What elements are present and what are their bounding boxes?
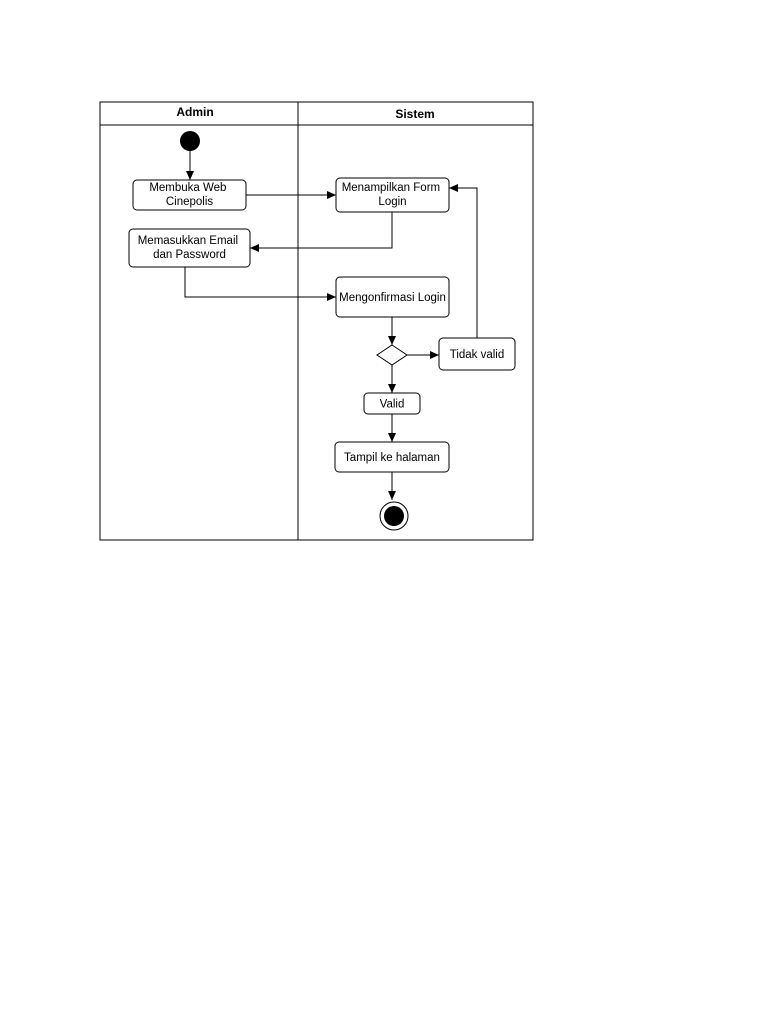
- label-tampil: Tampil ke halaman: [344, 452, 440, 464]
- action-tidak-valid: Tidak valid: [438, 337, 516, 371]
- svg-text:Membuka Web Cinepolis: Membuka Web Cinepolis: [149, 182, 229, 208]
- svg-text:Memasukkan Email dan Pas: Memasukkan Email dan Password: [138, 235, 242, 261]
- edge-tidak-valid-to-menampilkan: [449, 184, 478, 338]
- lane-title-admin: Admin: [176, 105, 213, 119]
- edge-menampilkan-to-memasukkan: [250, 212, 393, 252]
- label-membuka-line2: Cinepolis: [166, 196, 214, 208]
- label-memasukkan-line1: Memasukkan Email: [138, 235, 238, 247]
- initial-node: [180, 131, 200, 151]
- decision-node: [376, 344, 408, 366]
- label-membuka-line1: Membuka Web: [149, 182, 226, 194]
- action-memasukkan-email: Memasukkan Email dan Password: [128, 228, 251, 268]
- action-membuka-web: Membuka Web Cinepolis: [132, 179, 247, 211]
- label-menampilkan-line1: Menampilkan Form: [342, 182, 440, 194]
- label-menampilkan-line2: Login: [378, 196, 406, 208]
- label-mengonfirmasi: Mengonfirmasi Login: [339, 292, 446, 304]
- final-node: [379, 501, 409, 531]
- svg-text:Menampilkan Form Login: Menampilkan Form Login: [342, 182, 444, 208]
- action-valid: Valid: [363, 392, 421, 415]
- edges: [184, 151, 478, 500]
- swimlane-frame: [99, 101, 534, 541]
- label-tidak-valid: Tidak valid: [450, 349, 505, 361]
- edge-memasukkan-to-mengonfirmasi: [184, 267, 336, 301]
- label-valid: Valid: [380, 399, 405, 411]
- lane-title-sistem: Sistem: [395, 107, 434, 121]
- action-menampilkan-form: Menampilkan Form Login: [335, 177, 450, 213]
- action-mengonfirmasi-login: Mengonfirmasi Login: [335, 276, 450, 318]
- label-memasukkan-line2: dan Password: [153, 249, 226, 261]
- action-tampil-halaman: Tampil ke halaman: [334, 441, 450, 473]
